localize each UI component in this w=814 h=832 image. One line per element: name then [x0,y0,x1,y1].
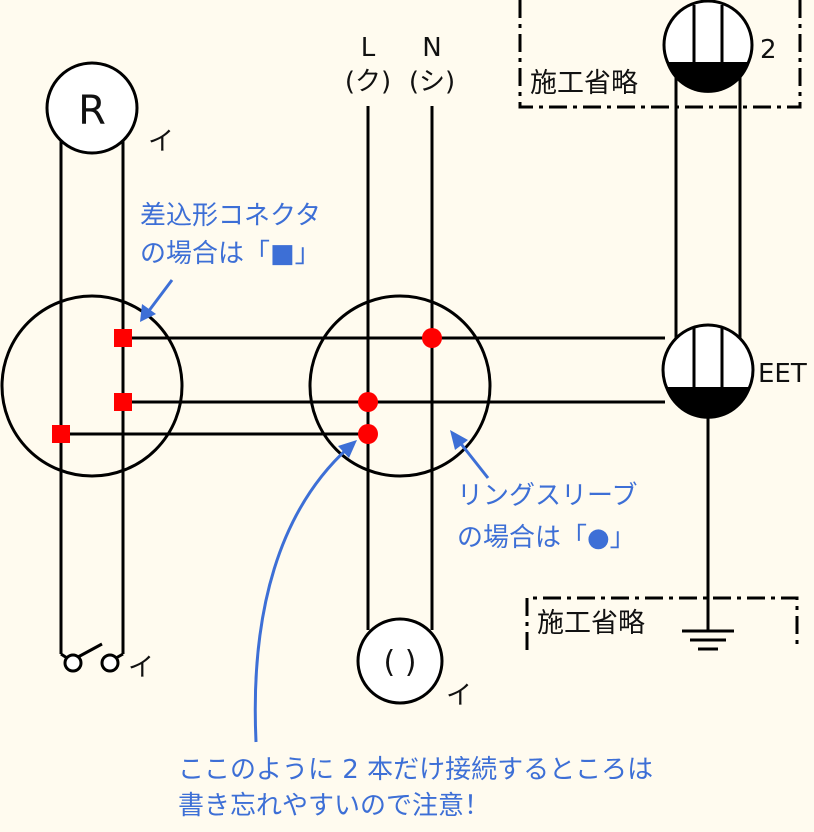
arrow-to-circle-icon [450,430,490,479]
eet-label: EET [758,359,807,389]
circle-note-line2: の場合は「●」 [457,523,636,553]
circle-note-line1: リングスリーブ [457,481,637,511]
omitted-top-label: 施工省略 [530,68,638,99]
top-outlet-icon [662,0,754,93]
switch-tag: イ [128,653,154,683]
square-note-line2: の場合は「■」 [140,239,321,269]
source-N-sub: (シ) [409,67,455,97]
square-note-line1: 差込形コネクタ [140,201,321,231]
outlet-symbol: ( ) [384,645,417,680]
warning-line1: ここのように 2 本だけ接続するところは [178,755,653,785]
warning-arrow-icon [253,440,357,743]
connector-square [114,329,132,347]
connector-square [52,425,70,443]
ground-icon [682,629,734,651]
sleeve-circle [422,328,442,348]
connector-square [114,393,132,411]
source-L-sub: (ク) [345,67,391,97]
lamp-letter: R [78,88,106,134]
outlet-icon [356,617,444,705]
lamp-R-icon [45,61,139,155]
eet-outlet-icon [661,323,755,419]
lamp-tag: イ [148,127,174,157]
warning-line2: 書き忘れやすいので注意！ [178,791,490,821]
junction-box-left [0,294,184,478]
omitted-box-top [518,0,802,109]
source-N-label: N [422,33,441,63]
omitted-box-bottom [525,596,799,650]
outlet-tag: イ [446,681,472,711]
arrow-to-square-icon [140,279,174,322]
sleeve-circle [358,424,378,444]
sleeve-circle [358,392,378,412]
top-outlet-count: 2 [760,35,777,65]
omitted-bottom-label: 施工省略 [537,608,645,639]
source-L-label: L [361,33,376,63]
junction-box-center [308,294,492,478]
switch-icon [60,642,124,673]
